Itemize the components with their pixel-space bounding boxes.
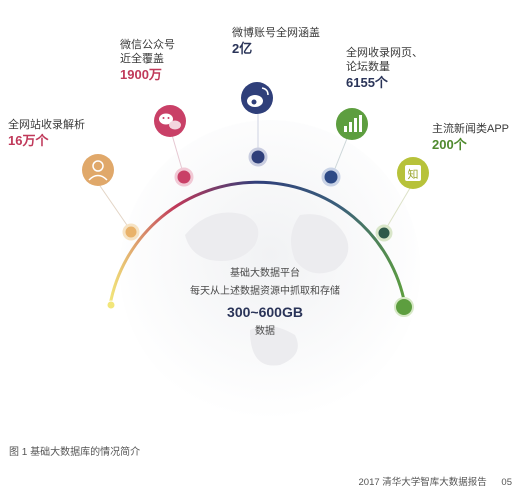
label-value: 200个	[432, 137, 467, 152]
label-news-apps: 主流新闻类APP 200个	[432, 122, 509, 153]
connector-line	[383, 182, 414, 233]
platform-volume: 300~600GB	[227, 304, 303, 320]
background-continent	[185, 212, 349, 366]
connection-arc	[108, 180, 407, 306]
wechat-icon	[154, 105, 186, 137]
platform-summary: 基础大数据平台 每天从上述数据资源中抓取和存储 300~600GB 数据	[150, 265, 380, 341]
arc-node	[375, 224, 393, 242]
label-text: 主流新闻类APP	[432, 123, 510, 135]
label-text: 微博账号全网涵盖	[232, 27, 320, 39]
weibo-icon	[241, 82, 273, 114]
arc-node-end	[394, 297, 414, 317]
label-value: 16万个	[8, 133, 49, 148]
svg-text:知: 知	[408, 167, 419, 181]
label-text: 微信公众号 近全覆盖	[120, 39, 175, 65]
arc-node-start	[106, 300, 116, 310]
label-wechat: 微信公众号 近全覆盖 1900万	[120, 38, 175, 83]
label-text: 全网收录网页、 论坛数量	[346, 47, 423, 73]
arc-node	[174, 167, 194, 187]
zhi-icon: 知	[397, 157, 429, 189]
label-text: 全网站收录解析	[8, 119, 85, 131]
connector-line	[97, 182, 132, 232]
platform-desc: 每天从上述数据资源中抓取和存储	[190, 286, 340, 297]
label-weibo: 微博账号全网涵盖 2亿	[232, 26, 320, 57]
page-footer: 2017 清华大学智库大数据报告 05	[359, 474, 513, 488]
arc-node	[321, 167, 341, 187]
label-value: 2亿	[232, 41, 253, 56]
platform-unit: 数据	[255, 326, 275, 337]
bars-icon	[336, 108, 368, 140]
label-value: 1900万	[120, 67, 162, 82]
label-value: 6155个	[346, 75, 388, 90]
arc-node	[122, 223, 140, 241]
figure-caption: 图 1 基础大数据库的情况简介	[9, 447, 141, 458]
platform-title: 基础大数据平台	[230, 268, 300, 279]
label-webpages: 全网收录网页、 论坛数量 6155个	[346, 46, 423, 91]
label-websites: 全网站收录解析 16万个	[8, 118, 85, 149]
page-number: 05	[501, 477, 512, 488]
footer-title: 2017 清华大学智库大数据报告	[358, 477, 487, 488]
person-icon	[82, 154, 114, 186]
arc-node	[248, 147, 268, 167]
